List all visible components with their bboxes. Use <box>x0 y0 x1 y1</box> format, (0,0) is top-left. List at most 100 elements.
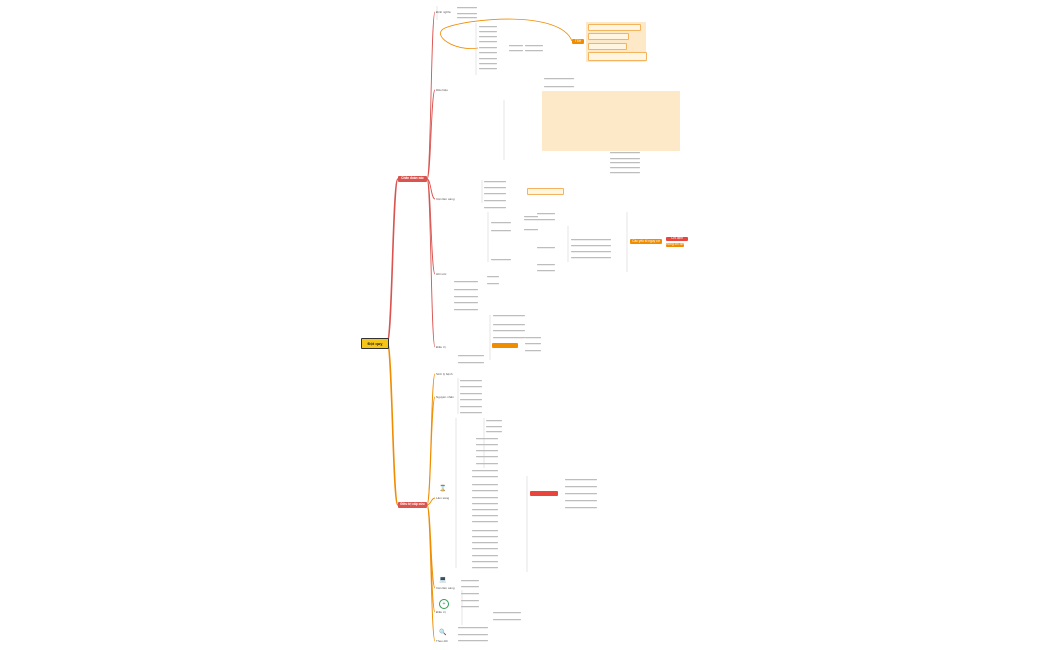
leaf-text-placeholder[interactable] <box>461 606 479 608</box>
leaf-text-placeholder[interactable] <box>479 58 497 60</box>
leaf-text-placeholder[interactable] <box>487 276 499 278</box>
leaf-text-placeholder[interactable] <box>454 309 478 311</box>
orange-node-b[interactable]: Các yếu tố nguy cơ <box>630 239 662 244</box>
leaf-text-placeholder[interactable] <box>487 283 499 285</box>
leaf-text-placeholder[interactable] <box>472 530 498 532</box>
lower-label-1[interactable]: Sinh lý bệnh <box>436 372 453 376</box>
leaf-text-placeholder[interactable] <box>524 229 538 231</box>
leaf-text-placeholder[interactable] <box>461 593 479 595</box>
leaf-text-placeholder[interactable] <box>476 463 498 465</box>
leaf-text-placeholder[interactable] <box>484 181 506 183</box>
leaf-text-placeholder[interactable] <box>472 548 498 550</box>
leaf-text-placeholder[interactable] <box>486 420 502 422</box>
upper-label-3[interactable]: Cận lâm sàng <box>436 197 455 201</box>
leaf-text-placeholder[interactable] <box>486 426 502 428</box>
leaf-text-placeholder[interactable] <box>565 493 597 495</box>
upper-label-2[interactable]: Dấu hiệu <box>436 88 449 92</box>
leaf-text-placeholder[interactable] <box>571 257 611 259</box>
leaf-text-placeholder[interactable] <box>458 640 488 642</box>
leaf-text-placeholder[interactable] <box>461 586 479 588</box>
leaf-text-placeholder[interactable] <box>524 216 538 218</box>
leaf-text-placeholder[interactable] <box>457 17 477 19</box>
leaf-text-placeholder[interactable] <box>460 412 482 414</box>
leaf-text-placeholder[interactable] <box>458 355 484 357</box>
leaf-text-placeholder[interactable] <box>458 634 488 636</box>
leaf-text-placeholder[interactable] <box>484 207 506 209</box>
orange-node-d[interactable] <box>492 343 518 348</box>
leaf-text-placeholder[interactable] <box>537 219 555 221</box>
leaf-text-placeholder[interactable] <box>610 158 640 160</box>
leaf-text-placeholder[interactable] <box>460 380 482 382</box>
leaf-text-placeholder[interactable] <box>493 324 525 326</box>
leaf-text-placeholder[interactable] <box>458 627 488 629</box>
leaf-text-placeholder[interactable] <box>493 330 525 332</box>
leaf-text-placeholder[interactable] <box>610 162 640 164</box>
leaf-text-placeholder[interactable] <box>493 315 525 317</box>
leaf-text-placeholder[interactable] <box>484 200 506 202</box>
leaf-text-placeholder[interactable] <box>476 450 498 452</box>
leaf-text-placeholder[interactable] <box>472 503 498 505</box>
root-topic[interactable]: Đột quỵ <box>361 338 389 349</box>
leaf-text-placeholder[interactable] <box>479 68 497 70</box>
leaf-text-placeholder[interactable] <box>537 213 555 215</box>
leaf-text-placeholder[interactable] <box>454 302 478 304</box>
leaf-text-placeholder[interactable] <box>537 247 555 249</box>
leaf-text-placeholder[interactable] <box>610 172 640 174</box>
leaf-text-placeholder[interactable] <box>472 567 498 569</box>
leaf-text-placeholder[interactable] <box>457 13 477 15</box>
leaf-text-placeholder[interactable] <box>486 431 502 433</box>
leaf-text-placeholder[interactable] <box>610 167 640 169</box>
leaf-text-placeholder[interactable] <box>460 386 482 388</box>
leaf-text-placeholder[interactable] <box>537 270 555 272</box>
leaf-text-placeholder[interactable] <box>454 281 478 283</box>
leaf-text-placeholder[interactable] <box>479 52 497 54</box>
leaf-text-placeholder[interactable] <box>472 521 498 523</box>
leaf-text-placeholder[interactable] <box>472 490 498 492</box>
branch-diagnosis[interactable]: Chẩn đoán xác <box>398 176 427 182</box>
leaf-text-placeholder[interactable] <box>472 476 498 478</box>
leaf-text-placeholder[interactable] <box>484 187 506 189</box>
leaf-text-placeholder[interactable] <box>472 536 498 538</box>
lower-label-3[interactable]: Lâm sàng <box>436 496 450 500</box>
leaf-text-placeholder[interactable] <box>610 152 640 154</box>
lower-label-4[interactable]: Cận lâm sàng <box>436 586 455 590</box>
leaf-text-placeholder[interactable] <box>525 45 543 47</box>
leaf-text-placeholder[interactable] <box>493 337 525 339</box>
leaf-text-placeholder[interactable] <box>509 45 523 47</box>
lower-label-5[interactable]: Điều trị <box>436 610 446 614</box>
orange-node-c[interactable]: Chống chỉ định <box>664 242 686 247</box>
leaf-text-placeholder[interactable] <box>571 251 611 253</box>
leaf-text-placeholder[interactable] <box>491 222 511 224</box>
leaf-text-placeholder[interactable] <box>571 239 611 241</box>
leaf-text-placeholder[interactable] <box>493 619 521 621</box>
leaf-text-placeholder[interactable] <box>454 289 478 291</box>
leaf-text-placeholder[interactable] <box>472 497 498 499</box>
leaf-text-placeholder[interactable] <box>461 600 479 602</box>
leaf-text-placeholder[interactable] <box>461 580 479 582</box>
leaf-text-placeholder[interactable] <box>479 36 497 38</box>
leaf-text-placeholder[interactable] <box>565 500 597 502</box>
leaf-text-placeholder[interactable] <box>476 438 498 440</box>
leaf-text-placeholder[interactable] <box>472 484 498 486</box>
leaf-text-placeholder[interactable] <box>472 515 498 517</box>
lower-label-6[interactable]: Theo dõi <box>436 639 448 643</box>
leaf-text-placeholder[interactable] <box>472 561 498 563</box>
leaf-text-placeholder[interactable] <box>472 470 498 472</box>
leaf-text-placeholder[interactable] <box>491 259 511 261</box>
leaf-text-placeholder[interactable] <box>479 31 497 33</box>
leaf-text-placeholder[interactable] <box>458 362 484 364</box>
leaf-text-placeholder[interactable] <box>472 542 498 544</box>
leaf-text-placeholder[interactable] <box>525 350 541 352</box>
leaf-text-placeholder[interactable] <box>565 507 597 509</box>
leaf-text-placeholder[interactable] <box>460 406 482 408</box>
leaf-text-placeholder[interactable] <box>565 486 597 488</box>
leaf-text-placeholder[interactable] <box>565 479 597 481</box>
leaf-text-placeholder[interactable] <box>460 399 482 401</box>
leaf-text-placeholder[interactable] <box>476 444 498 446</box>
branch-treatment[interactable]: Điều trị cấp cứu <box>398 502 427 508</box>
leaf-text-placeholder[interactable] <box>544 78 574 80</box>
upper-label-5[interactable]: Điều trị <box>436 345 446 349</box>
upper-label-4[interactable]: Hồi sức <box>436 272 447 276</box>
upper-label-1[interactable]: Định nghĩa <box>436 10 451 14</box>
leaf-text-placeholder[interactable] <box>484 193 506 195</box>
